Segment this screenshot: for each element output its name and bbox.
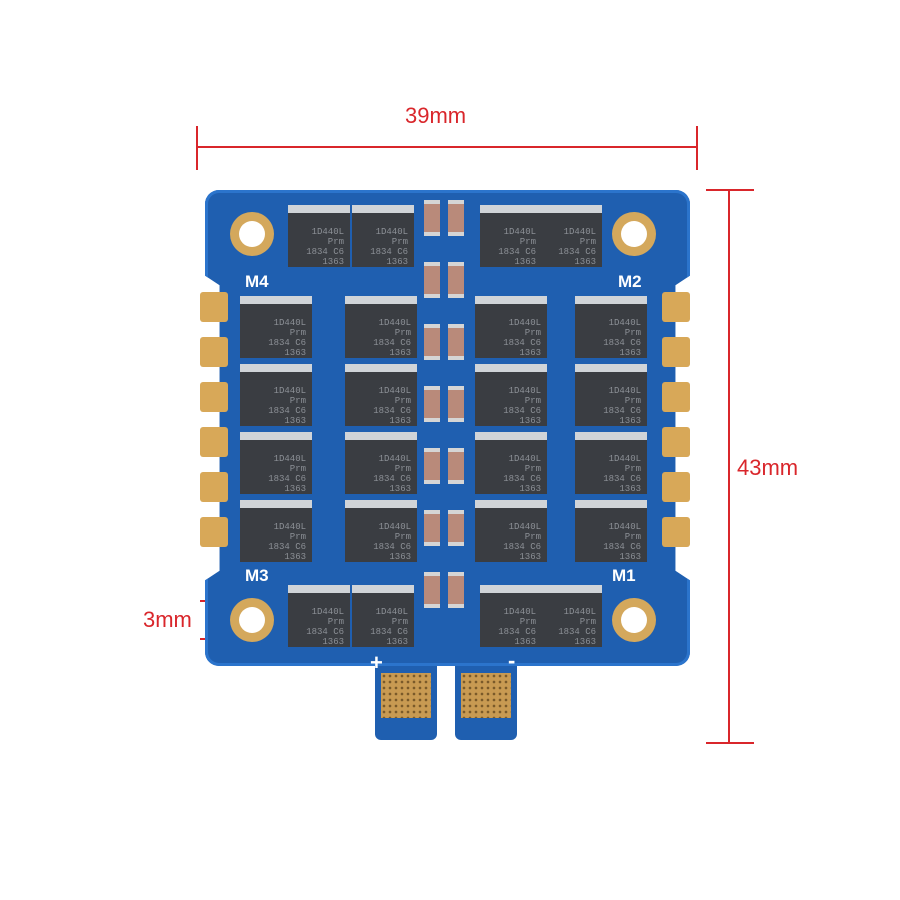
- capacitor: [424, 510, 440, 546]
- motor-pad: [200, 472, 228, 502]
- width-dimension-tick-right: [696, 126, 698, 170]
- capacitor: [424, 200, 440, 236]
- capacitor: [448, 572, 464, 608]
- mosfet-chip: 1D440L Prm 1834 C6 1363: [345, 296, 417, 358]
- height-dimension-label: 43mm: [737, 455, 799, 480]
- motor-label-m1: M1: [612, 566, 636, 585]
- mosfet-chip: 1D440L Prm 1834 C6 1363: [240, 500, 312, 562]
- motor-pad: [662, 382, 690, 412]
- motor-pad: [662, 472, 690, 502]
- capacitor: [424, 572, 440, 608]
- power-tab-positive: [375, 665, 437, 740]
- height-dimension-tick-top: [706, 189, 754, 191]
- motor-pad: [200, 427, 228, 457]
- mosfet-chip: 1D440L Prm 1834 C6 1363: [575, 364, 647, 426]
- positive-label: +: [370, 650, 383, 675]
- mount-hole-top-left: [230, 212, 274, 256]
- motor-pad: [200, 382, 228, 412]
- capacitor: [424, 324, 440, 360]
- motor-pad: [662, 337, 690, 367]
- motor-pad: [200, 292, 228, 322]
- esc-board: [205, 190, 690, 666]
- motor-pad: [662, 427, 690, 457]
- mosfet-chip: 1D440L Prm 1834 C6 1363: [475, 296, 547, 358]
- capacitor: [448, 262, 464, 298]
- capacitor: [448, 324, 464, 360]
- capacitor: [448, 200, 464, 236]
- solder-grid: [381, 673, 431, 718]
- hole-dimension-label: 3mm: [143, 607, 192, 632]
- width-dimension-label: 39mm: [405, 103, 467, 128]
- motor-label-m2: M2: [618, 272, 642, 291]
- motor-label-m3: M3: [245, 566, 269, 585]
- negative-label: -: [508, 648, 516, 673]
- mosfet-chip: 1D440L Prm 1834 C6 1363: [575, 296, 647, 358]
- capacitor: [424, 386, 440, 422]
- mosfet-chip: 1D440L Prm 1834 C6 1363: [352, 585, 414, 647]
- capacitor: [424, 262, 440, 298]
- motor-pad: [662, 292, 690, 322]
- motor-pad: [200, 337, 228, 367]
- height-dimension-line: [728, 190, 730, 744]
- solder-grid: [461, 673, 511, 718]
- width-dimension-line: [196, 146, 698, 148]
- power-tab-negative: [455, 665, 517, 740]
- mosfet-chip: 1D440L Prm 1834 C6 1363: [575, 432, 647, 494]
- mosfet-chip: 1D440L Prm 1834 C6 1363: [288, 205, 350, 267]
- mosfet-chip: 1D440L Prm 1834 C6 1363: [475, 500, 547, 562]
- capacitor: [448, 510, 464, 546]
- mosfet-chip: 1D440L Prm 1834 C6 1363: [345, 364, 417, 426]
- mount-hole-bottom-left: [230, 598, 274, 642]
- mosfet-chip: 1D440L Prm 1834 C6 1363: [345, 500, 417, 562]
- width-dimension-tick-left: [196, 126, 198, 170]
- mosfet-chip: 1D440L Prm 1834 C6 1363: [345, 432, 417, 494]
- height-dimension-tick-bottom: [706, 742, 754, 744]
- mosfet-chip: 1D440L Prm 1834 C6 1363: [540, 585, 602, 647]
- mosfet-chip: 1D440L Prm 1834 C6 1363: [240, 432, 312, 494]
- mosfet-chip: 1D440L Prm 1834 C6 1363: [480, 585, 542, 647]
- mosfet-chip: 1D440L Prm 1834 C6 1363: [475, 432, 547, 494]
- capacitor: [448, 386, 464, 422]
- mosfet-chip: 1D440L Prm 1834 C6 1363: [575, 500, 647, 562]
- mosfet-chip: 1D440L Prm 1834 C6 1363: [480, 205, 542, 267]
- mount-hole-bottom-right: [612, 598, 656, 642]
- mount-hole-top-right: [612, 212, 656, 256]
- motor-pad: [662, 517, 690, 547]
- motor-label-m4: M4: [245, 272, 269, 291]
- mosfet-chip: 1D440L Prm 1834 C6 1363: [240, 364, 312, 426]
- mosfet-chip: 1D440L Prm 1834 C6 1363: [540, 205, 602, 267]
- mosfet-chip: 1D440L Prm 1834 C6 1363: [352, 205, 414, 267]
- mosfet-chip: 1D440L Prm 1834 C6 1363: [475, 364, 547, 426]
- capacitor: [448, 448, 464, 484]
- motor-pad: [200, 517, 228, 547]
- mosfet-chip: 1D440L Prm 1834 C6 1363: [240, 296, 312, 358]
- mosfet-chip: 1D440L Prm 1834 C6 1363: [288, 585, 350, 647]
- capacitor: [424, 448, 440, 484]
